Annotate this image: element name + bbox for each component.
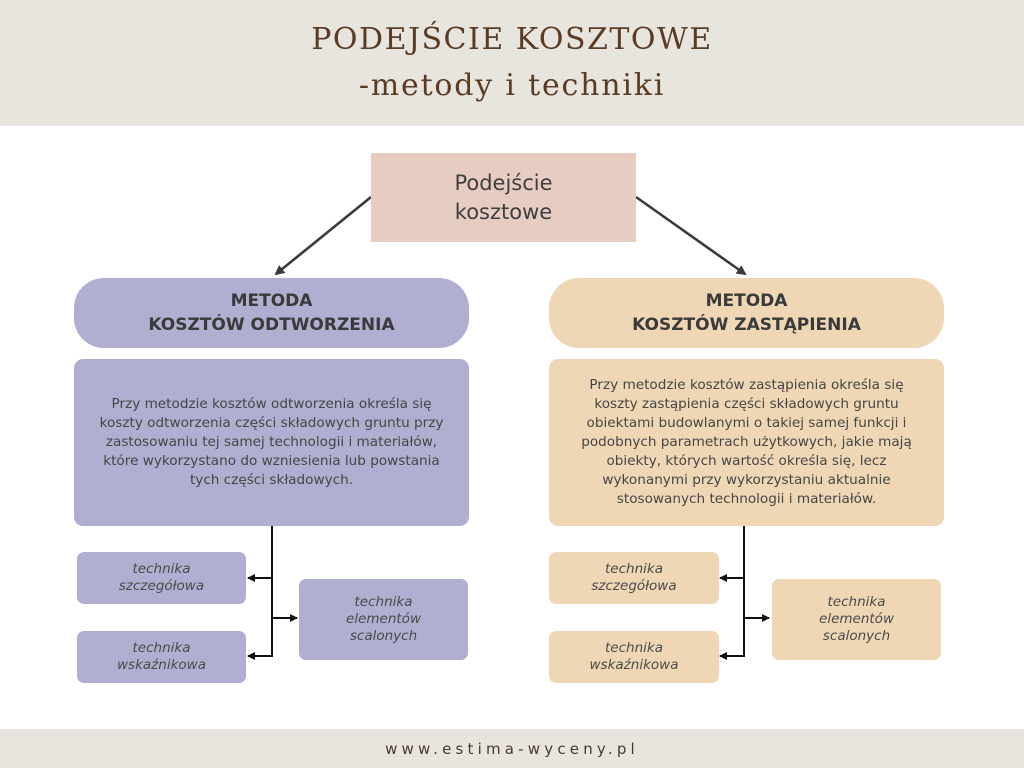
method-description-zastapienia: Przy metodzie kosztów zastąpienia określ…	[549, 359, 944, 526]
method-node-zastapienia: METODA KOSZTÓW ZASTĄPIENIA	[549, 278, 944, 348]
root-node-label-1: Podejście	[454, 170, 553, 195]
method-label-1: METODA	[705, 291, 788, 311]
technique-node-wskaznikowa-right: technika wskaźnikowa	[549, 631, 719, 683]
method-label-1: METODA	[230, 291, 313, 311]
technique-label: technika	[132, 640, 191, 656]
technique-label: wskaźnikowa	[117, 657, 206, 673]
technique-label: technika	[354, 594, 413, 610]
technique-label: wskaźnikowa	[589, 657, 679, 673]
technique-label: elementów	[346, 611, 421, 627]
technique-label: technika	[132, 561, 191, 577]
technique-node-szczegolowa-left: technika szczegółowa	[77, 552, 246, 604]
arrow-to-left-method	[274, 195, 372, 276]
method-label-2: KOSZTÓW ZASTĄPIENIA	[632, 315, 861, 335]
technique-label: technika	[605, 561, 663, 577]
technique-label: scalonych	[822, 628, 891, 644]
technique-node-wskaznikowa-left: technika wskaźnikowa	[77, 631, 246, 683]
technique-label: elementów	[819, 611, 894, 627]
arrow-to-right-method	[635, 195, 747, 276]
method-description-odtworzenia: Przy metodzie kosztów odtworzenia określ…	[74, 359, 469, 526]
page-title: PODEJŚCIE KOSZTOWE	[311, 22, 713, 57]
technique-label: szczegółowa	[118, 578, 205, 594]
method-node-odtworzenia: METODA KOSZTÓW ODTWORZENIA	[74, 278, 469, 348]
header-banner: PODEJŚCIE KOSZTOWE -metody i techniki	[0, 0, 1024, 126]
root-node-podejscie-kosztowe: Podejście kosztowe	[371, 153, 636, 242]
root-node-label-2: kosztowe	[454, 199, 553, 224]
technique-node-elementow-scalonych-left: technika elementów scalonych	[299, 579, 468, 660]
website-link[interactable]: www.estima-wyceny.pl	[385, 739, 639, 758]
technique-label: scalonych	[349, 628, 418, 644]
description-text: Przy metodzie kosztów odtworzenia określ…	[99, 396, 444, 488]
method-label-2: KOSZTÓW ODTWORZENIA	[148, 315, 395, 335]
page-subtitle: -metody i techniki	[358, 68, 666, 103]
description-text: Przy metodzie kosztów zastąpienia określ…	[581, 377, 912, 507]
technique-node-elementow-scalonych-right: technika elementów scalonych	[772, 579, 941, 660]
footer-banner: www.estima-wyceny.pl	[0, 729, 1024, 768]
technique-label: technika	[827, 594, 886, 610]
technique-label: szczegółowa	[591, 578, 677, 594]
technique-node-szczegolowa-right: technika szczegółowa	[549, 552, 719, 604]
technique-label: technika	[605, 640, 663, 656]
